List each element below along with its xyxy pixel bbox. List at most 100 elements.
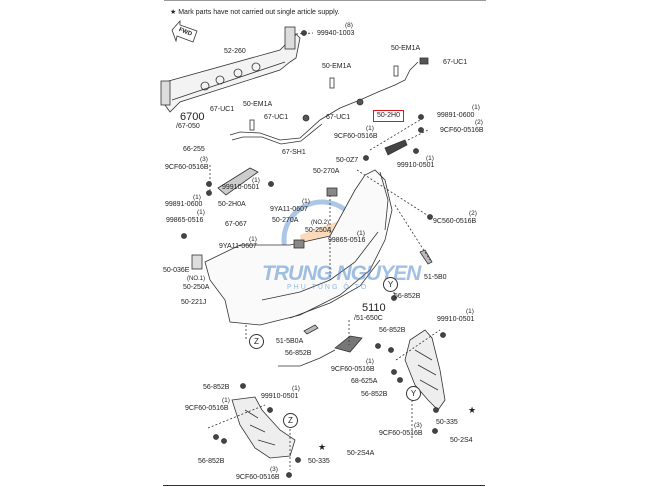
- part-label[interactable]: 56-852B: [203, 384, 230, 391]
- part-label: (NO.1): [187, 276, 205, 282]
- part-label[interactable]: 50-0Z7: [336, 157, 359, 164]
- part-qty: (1): [193, 194, 201, 201]
- part-label[interactable]: 9CF60-0516B: [165, 164, 209, 171]
- top-rule: [164, 0, 486, 1]
- part-qty: (1): [197, 209, 205, 216]
- callout-y: Y: [383, 277, 398, 292]
- part-label[interactable]: 6700: [180, 111, 205, 123]
- part-label[interactable]: 9CF60-0516B: [440, 127, 484, 134]
- part-label[interactable]: 50-EM1A: [243, 101, 273, 108]
- part-label[interactable]: 5110: [362, 302, 386, 314]
- part-label[interactable]: 50-335: [436, 419, 458, 426]
- part-qty: (2): [475, 119, 483, 126]
- part-label[interactable]: 50-EM1A: [322, 63, 352, 70]
- bracket-50-2h0a: [217, 167, 259, 196]
- part-label[interactable]: 9C560-0516B: [433, 218, 477, 225]
- license-lamp: [334, 335, 363, 353]
- part-label[interactable]: 50-221J: [181, 299, 207, 306]
- part-label[interactable]: 99891-0600: [437, 112, 475, 119]
- part-label[interactable]: 50-036E: [163, 267, 190, 274]
- part-label[interactable]: 50-250A: [305, 227, 332, 234]
- part-qty: (8): [345, 22, 353, 29]
- part-label[interactable]: 99910-0501: [437, 316, 475, 323]
- part-label[interactable]: 50-250A: [183, 284, 210, 291]
- part-label[interactable]: 99891-0600: [165, 201, 203, 208]
- part-label[interactable]: 56-852B: [285, 350, 312, 357]
- part-label[interactable]: 56-852B: [361, 391, 388, 398]
- part-label[interactable]: 9CF60-0516B: [236, 474, 280, 481]
- bottom-rule: [163, 485, 485, 486]
- watermark-brand: TRUNG NGUYEN: [262, 262, 421, 285]
- part-qty: (1): [292, 385, 300, 392]
- part-label[interactable]: 66-255: [183, 146, 205, 153]
- part-qty: (1): [222, 397, 230, 404]
- part-label[interactable]: 67-UC1: [264, 114, 289, 121]
- star-icon: ★: [318, 442, 327, 452]
- fasteners: [181, 30, 446, 478]
- part-label[interactable]: 99910-0501: [222, 184, 260, 191]
- part-label[interactable]: 50-2H0A: [218, 201, 246, 208]
- part-label[interactable]: 51-5B0A: [276, 338, 304, 345]
- part-label: (NO.2): [311, 220, 329, 226]
- part-label[interactable]: 50-EM1A: [391, 45, 421, 52]
- part-label[interactable]: 51-5B0: [424, 274, 447, 281]
- part-label[interactable]: 67-UC1: [443, 59, 468, 66]
- part-qty: (1): [366, 125, 374, 132]
- part-label[interactable]: 99940-1003: [317, 30, 355, 37]
- part-label[interactable]: 56-852B: [379, 327, 406, 334]
- part-label[interactable]: 99865-0516: [166, 217, 204, 224]
- bumper-beam: [160, 26, 301, 113]
- part-label[interactable]: 9CF60-0516B: [334, 133, 378, 140]
- part-label[interactable]: 99910-0501: [261, 393, 299, 400]
- bracket-50-2h0: [384, 139, 408, 156]
- part-label[interactable]: 9YA11-0607: [219, 243, 257, 250]
- bumper-bracket-no1: [191, 254, 203, 270]
- part-qty: (1): [426, 155, 434, 162]
- part-label[interactable]: 67-067: [225, 221, 247, 228]
- watermark-tagline: PHỤ TÙNG Ô TÔ: [287, 284, 369, 291]
- part-qty: (3): [414, 422, 422, 429]
- part-label[interactable]: 52-260: [224, 48, 246, 55]
- part-label[interactable]: 99865-0516: [328, 237, 366, 244]
- callout-z-detail: Z: [283, 413, 298, 428]
- part-label[interactable]: 50-270A: [313, 168, 340, 175]
- part-qty: (2): [469, 210, 477, 217]
- part-qty: (1): [249, 236, 257, 243]
- part-qty: (1): [252, 177, 260, 184]
- part-label[interactable]: 9CF60-0516B: [185, 405, 229, 412]
- part-label[interactable]: 67-UC1: [210, 106, 235, 113]
- part-qty: (1): [472, 104, 480, 111]
- callout-z: Z: [249, 334, 264, 349]
- part-label[interactable]: 56-852B: [394, 293, 421, 300]
- part-label[interactable]: 9YA11-0607: [270, 206, 308, 213]
- part-label[interactable]: 68-625A: [351, 378, 378, 385]
- part-label[interactable]: 56-852B: [198, 458, 225, 465]
- reflector-51-5b0: [419, 249, 433, 265]
- part-label[interactable]: 67-SH1: [282, 149, 306, 156]
- splash-shield-right: [404, 329, 446, 411]
- part-label[interactable]: 9CF60-0516B: [379, 430, 423, 437]
- part-label[interactable]: 50-2S4A: [347, 450, 375, 457]
- star-icon: ★: [468, 405, 477, 415]
- part-qty: (1): [366, 358, 374, 365]
- part-label[interactable]: 67-UC1: [326, 114, 351, 121]
- lamp-wire: [278, 349, 336, 367]
- part-label[interactable]: 50-270A: [272, 217, 299, 224]
- part-label-highlighted[interactable]: 50-2H0: [373, 110, 404, 122]
- splash-shield-left: [231, 396, 296, 459]
- part-label[interactable]: /67-050: [176, 123, 200, 130]
- part-qty: (1): [302, 198, 310, 205]
- part-label[interactable]: 50-2S4: [450, 437, 473, 444]
- wiring-harness: [229, 57, 429, 145]
- part-label[interactable]: 9CF60-0516B: [331, 366, 375, 373]
- part-qty: (3): [200, 156, 208, 163]
- reflector-51-5b0a: [303, 324, 319, 335]
- part-label[interactable]: /51-650C: [354, 315, 383, 322]
- fwd-arrow-icon: [171, 19, 198, 43]
- supply-note: ★ Mark parts have not carried out single…: [170, 9, 340, 16]
- part-label[interactable]: 50-335: [308, 458, 330, 465]
- part-qty: (1): [466, 308, 474, 315]
- part-label[interactable]: 99910-0501: [397, 162, 435, 169]
